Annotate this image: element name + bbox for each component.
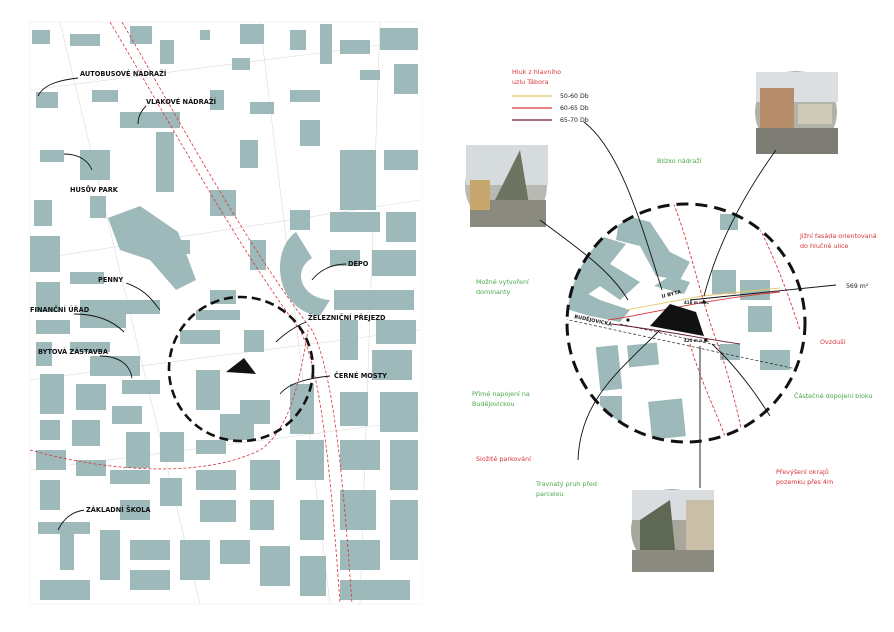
label-tax-office: FINANČNÍ ÚŘAD <box>30 305 90 314</box>
building-blocks <box>30 24 418 600</box>
label-school: ZÁKLADNÍ ŠKOLA <box>86 505 151 514</box>
note-elevation-line1: Převýšení okrajů <box>776 468 829 476</box>
right-site-diagram: Hluk z hlavního uzlu Tábora 50-60 Db 60-… <box>465 68 877 572</box>
note-dominant-line2: dominanty <box>476 288 510 296</box>
note-grass-line1: Travnatý pruh před <box>535 480 597 488</box>
label-housing: BYTOVÁ ZÁSTAVBA <box>38 347 109 356</box>
height-label-1: 416 m n.m. <box>684 300 710 305</box>
street-label-u-byta: U BYTA <box>661 289 682 300</box>
note-area: 569 m² <box>846 283 869 290</box>
photo-top-right <box>755 71 838 154</box>
note-elevation-line2: pozemku přes 4m <box>776 478 833 486</box>
noise-legend: Hluk z hlavního uzlu Tábora 50-60 Db 60-… <box>512 68 589 124</box>
note-near-station: Blízko nádraží <box>657 157 702 165</box>
legend-title-line2: uzlu Tábora <box>512 78 549 86</box>
site-radius-circle <box>167 295 315 443</box>
label-rail-crossing: ŽELEZNIČNÍ PŘEJEZD <box>308 313 386 322</box>
note-south-facade-line2: do hlučné ulice <box>800 242 849 250</box>
note-grass-line2: parcelou <box>536 490 564 498</box>
detail-radius-circle <box>565 202 807 444</box>
corner-point <box>626 318 630 322</box>
label-depo: DEPO <box>348 260 369 268</box>
noise-contours <box>607 204 801 442</box>
site-plot-marker <box>226 358 256 374</box>
note-dominant-line1: Možné vytvoření <box>476 278 529 286</box>
label-penny: PENNY <box>98 276 123 284</box>
label-hus-park: HUSŮV PARK <box>70 185 119 194</box>
note-parking: Složité parkování <box>476 455 531 463</box>
label-black-bridges: ČERNÉ MOSTY <box>334 371 387 380</box>
height-point-2 <box>704 338 708 342</box>
legend-title-line1: Hluk z hlavního <box>512 68 561 76</box>
photo-bottom <box>631 489 714 572</box>
legend-label-60-65: 60-65 Db <box>560 105 589 112</box>
note-air: Ovzduší <box>820 338 846 346</box>
plot-shape <box>650 304 704 336</box>
railway-lines <box>30 22 353 604</box>
legend-label-50-60: 50-60 Db <box>560 93 589 100</box>
height-label-2: 420 m n.m. <box>684 338 710 343</box>
note-south-facade-line1: Jižní fasáda orientovaná <box>799 232 877 240</box>
height-point-1 <box>702 300 706 304</box>
note-direct-line1: Přímé napojení na <box>472 390 530 398</box>
left-context-map: AUTOBUSOVÉ NÁDRAŽÍ VLAKOVÉ NÁDRAŽÍ HUSŮV… <box>29 21 423 605</box>
note-partial-block: Částečné dopojení bloku <box>794 391 872 400</box>
label-arrows <box>37 77 347 531</box>
legend-label-65-70: 65-70 Db <box>560 117 589 124</box>
label-train-station: VLAKOVÉ NÁDRAŽÍ <box>146 97 217 106</box>
label-bus-station: AUTOBUSOVÉ NÁDRAŽÍ <box>80 69 167 78</box>
photo-top-left <box>465 145 548 227</box>
annotation-arrows <box>539 121 837 488</box>
note-direct-line2: Budějovickou <box>472 400 515 408</box>
